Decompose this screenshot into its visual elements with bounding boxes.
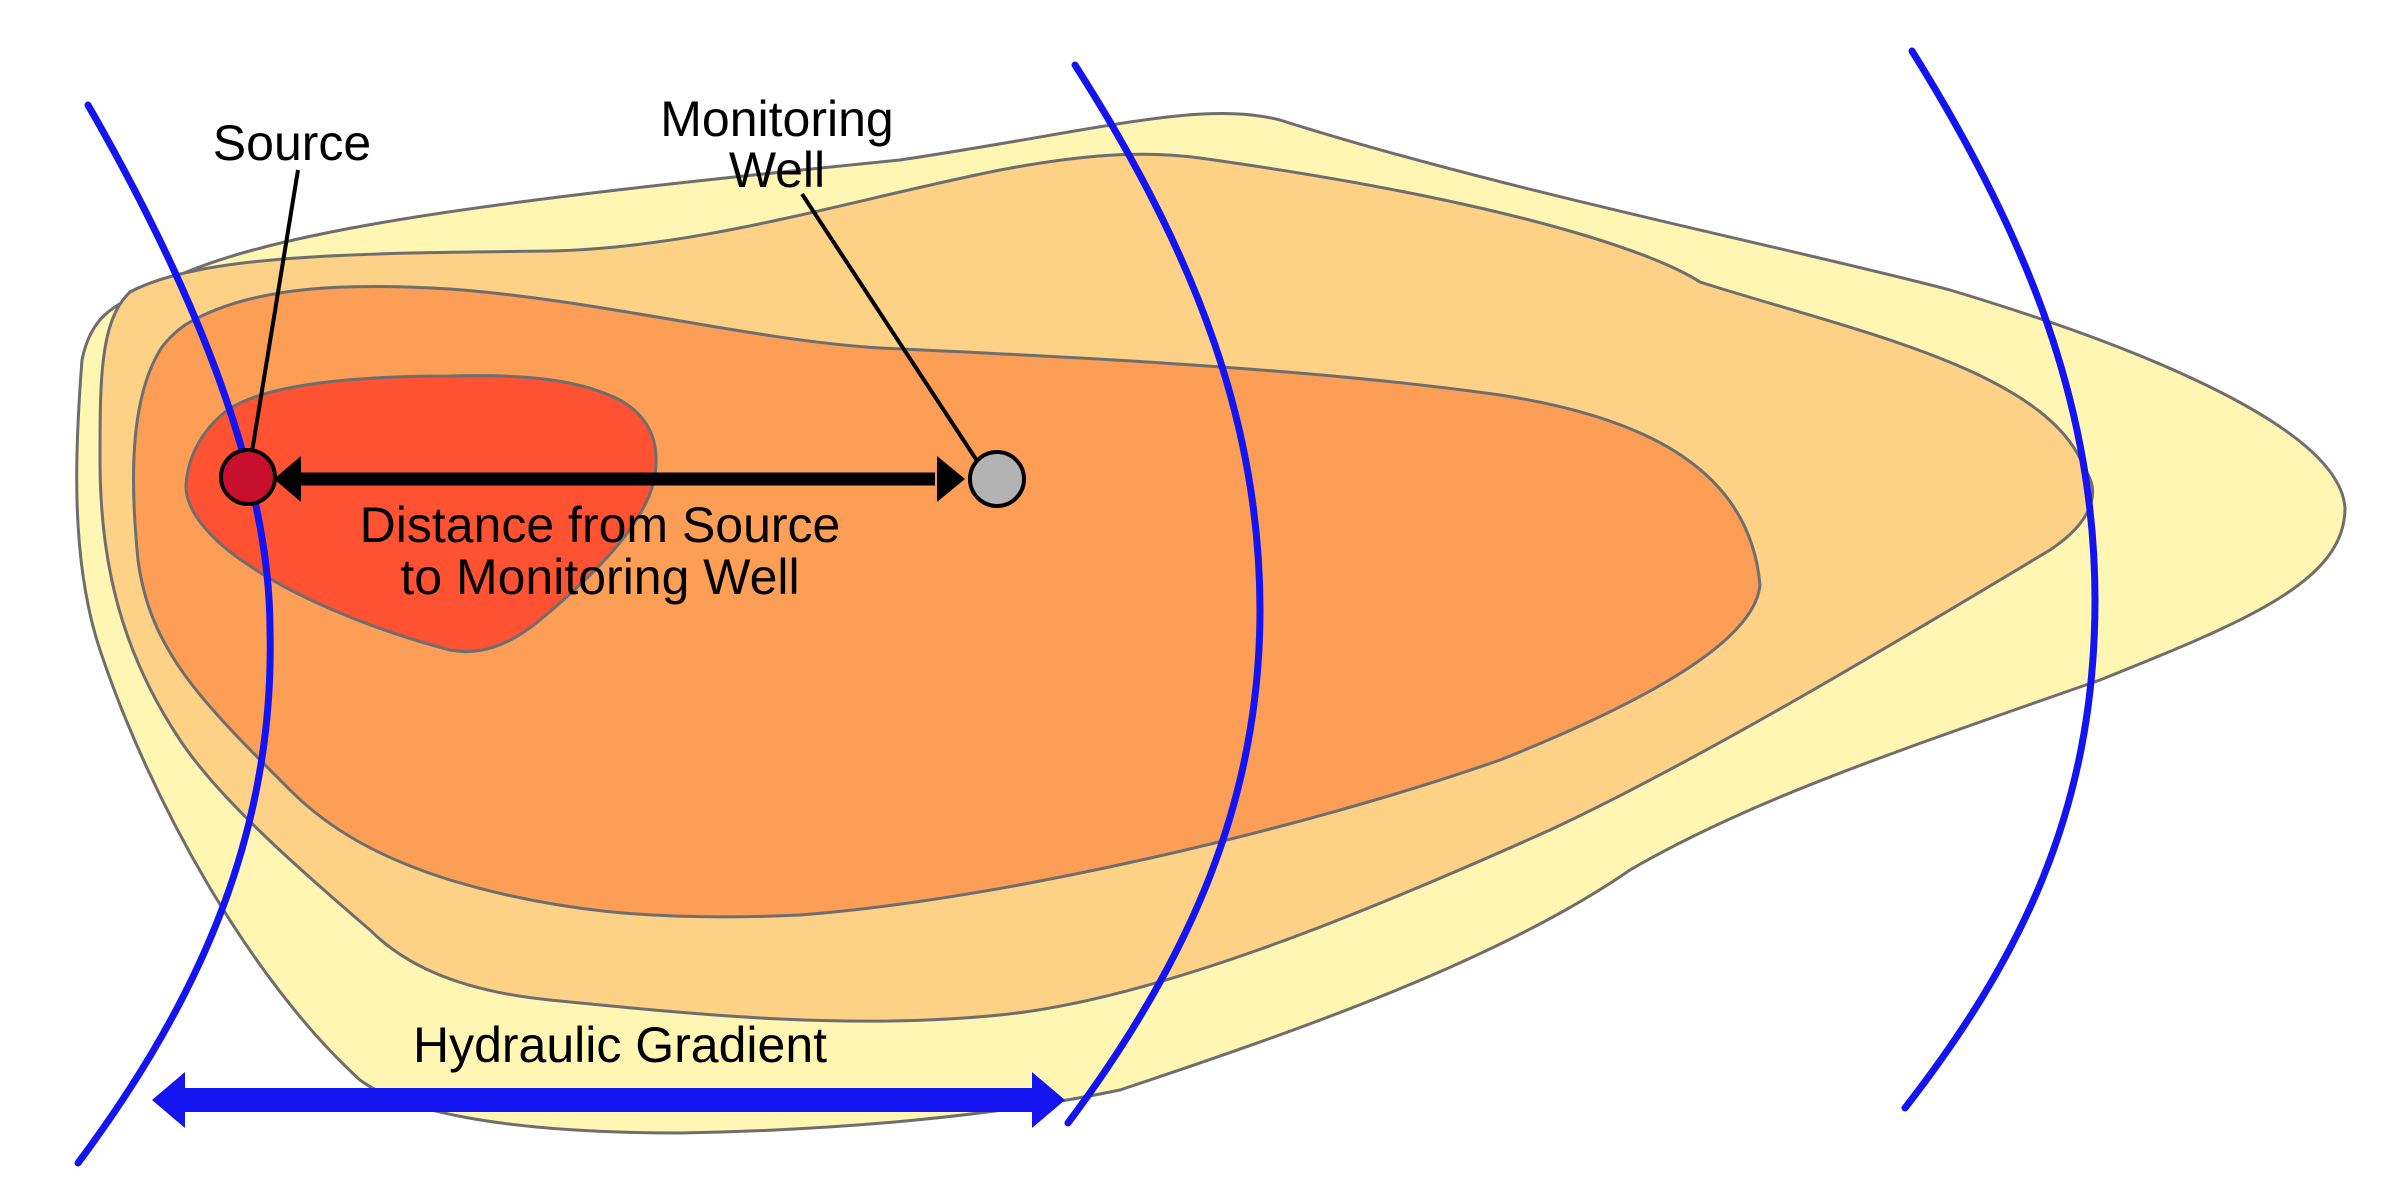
- distance-arrow-head-right: [937, 456, 965, 502]
- equipotential-line-1: [74, 101, 274, 1167]
- source-label: Source: [213, 115, 371, 171]
- distance-arrow: [274, 456, 965, 502]
- monitoring-well-label-line2: Well: [729, 142, 825, 198]
- hydraulic-gradient-arrow-head-left: [152, 1072, 185, 1128]
- distance-label-line2: to Monitoring Well: [400, 549, 799, 605]
- hydraulic-gradient-arrow: [152, 1072, 1065, 1128]
- plume-core-contour: [184, 374, 658, 654]
- monitoring-well-leader-line: [800, 192, 987, 475]
- plume-contours: [75, 112, 2347, 1135]
- monitoring-well-marker-icon: [968, 450, 1026, 508]
- equipotential-line-3: [1901, 47, 2099, 1112]
- hydraulic-gradient-arrow-head-right: [1032, 1072, 1065, 1128]
- equipotential-line-2: [1064, 61, 1264, 1127]
- source-leader-line: [248, 169, 300, 465]
- hydraulic-gradient-label: Hydraulic Gradient: [413, 1017, 827, 1073]
- labels: Source Monitoring Well Distance from Sou…: [213, 91, 894, 1073]
- distance-arrow-head-left: [274, 456, 301, 502]
- source-marker-icon: [219, 448, 277, 506]
- leader-lines: [248, 169, 987, 475]
- distance-label-line1: Distance from Source: [360, 497, 841, 553]
- equipotential-lines: [74, 47, 2099, 1167]
- hydraulic-gradient-arrow-shaft: [180, 1088, 1040, 1112]
- monitoring-well-label-line1: Monitoring: [660, 91, 893, 147]
